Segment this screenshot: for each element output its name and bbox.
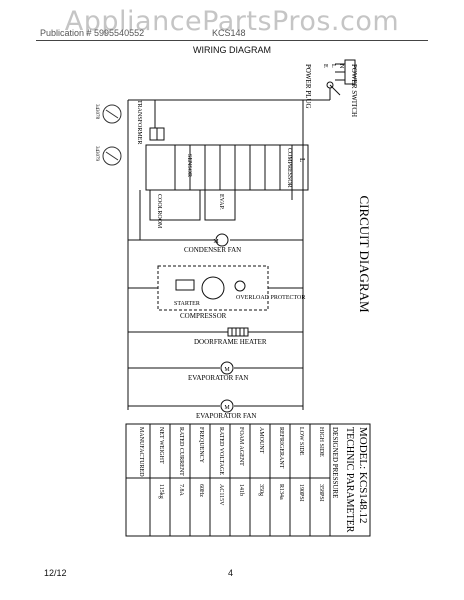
condenser-fan-motor-symbol: M [213, 239, 219, 245]
footer-page-number: 4 [228, 568, 234, 578]
spec-row-label: AMOUNT [258, 427, 264, 454]
evaporator-fan-1-label: EVAPORATOR FAN [188, 374, 249, 382]
power-switch [326, 81, 341, 96]
power-switch-label: POWER SWITCH [350, 64, 358, 117]
spec-row-label: FOAM AGENT [238, 427, 244, 466]
plug-pin-e: E [322, 64, 328, 68]
control-board [145, 144, 309, 191]
spec-row-value: 141b [238, 484, 244, 496]
plug-pin-n: N [338, 64, 344, 69]
power-plug-label: POWER PLUG [304, 64, 312, 109]
spec-row-label: RATED VOLTAGE [218, 427, 224, 475]
overload-protector-label: OVERLOAD PROTECTOR [236, 295, 305, 301]
spec-model: MODEL: KCS148.12 [357, 427, 369, 524]
spec-row-value: R134a [278, 484, 284, 500]
doorframe-heater-label: DOORFRAME HEATER [194, 338, 267, 346]
cert-mark-top [102, 104, 122, 124]
spec-row-value: 7.8A [178, 484, 184, 497]
spec-row-value: 115kg [158, 484, 164, 499]
spec-row-value: AC115V [218, 484, 224, 506]
spec-row-label: RATED CURRENT [178, 427, 184, 476]
spec-row-label: FREQUENCY [198, 427, 204, 464]
model-header: KCS148 [212, 28, 246, 38]
plug-pin-l: L [330, 64, 336, 68]
condenser-fan-label: CONDENSER FAN [184, 246, 241, 254]
doorframe-heater-element [227, 327, 249, 337]
evap-sensor-box [204, 189, 236, 221]
spec-row-value: 60Hz [198, 484, 204, 497]
spec-row-label: REFRIGERANT [278, 427, 284, 469]
power-plug [344, 59, 356, 85]
coolroom-label: COOLROOM [156, 194, 162, 229]
cert-code-top: 343078 [94, 104, 99, 120]
starter-label: STARTER [174, 301, 200, 307]
spec-row-value: 358PSI [318, 484, 324, 502]
sensor-box [149, 189, 201, 221]
board-l-label: L [298, 158, 306, 162]
transformer [149, 127, 165, 141]
publication-number: Publication # 5995540552 [40, 28, 145, 38]
compressor-label: COMPRESSOR [180, 312, 227, 320]
evap-label: EVAP. [218, 194, 224, 210]
spec-row-value: 190PSI [298, 484, 304, 502]
transformer-label: TRANSFORMER [136, 100, 142, 144]
cert-code-bottom: 343079 [94, 146, 99, 162]
evaporator-fan-2-motor-symbol: M [224, 405, 230, 411]
board-compressor-label: COMPRESSOR [286, 148, 292, 188]
compressor-motor [175, 276, 246, 300]
circuit-diagram-title: CIRCUIT DIAGRAM [357, 195, 372, 313]
evaporator-fan-2-motor [220, 399, 234, 413]
cert-mark-bottom [102, 146, 122, 166]
spec-row-label: NET WEIGHT [158, 427, 164, 464]
document-title: WIRING DIAGRAM [193, 45, 271, 55]
spec-heading: TECHNIC PARAMETER [344, 427, 355, 533]
spec-row-label: MANUFACTURED [138, 427, 144, 477]
spec-row-label: LOW SIDE [298, 427, 304, 456]
header-rule [36, 40, 428, 41]
evaporator-fan-1-motor-symbol: M [224, 367, 230, 373]
watermark: AppliancePartsPros.com [64, 6, 400, 37]
spec-row-label: HIGH SIDE [318, 427, 324, 457]
evaporator-fan-2-label: EVAPORATOR FAN [196, 412, 257, 420]
sensor-label: SENSOR [186, 154, 192, 177]
footer-date: 12/12 [44, 568, 67, 578]
spec-pressure-label: DESIGNED PRESSURE [331, 427, 339, 498]
spec-table [125, 423, 371, 537]
condenser-fan-motor [215, 233, 229, 247]
spec-row-value: 350g [258, 484, 264, 496]
evaporator-fan-1-motor [220, 361, 234, 375]
